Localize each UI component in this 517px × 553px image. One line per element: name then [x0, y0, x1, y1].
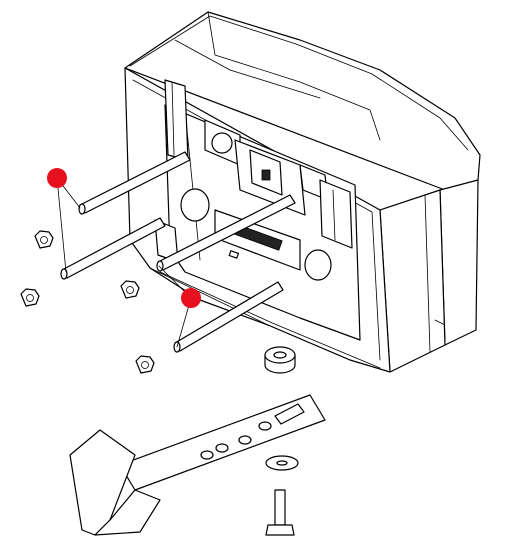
markers	[47, 168, 201, 348]
housing-block	[124, 11, 481, 373]
flat-washer	[265, 455, 299, 471]
mounting-bracket	[69, 394, 326, 536]
hex-nut-2	[20, 288, 40, 307]
hex-nut-3	[120, 280, 140, 299]
hex-nut-4	[135, 355, 155, 374]
threaded-rods	[60, 151, 296, 353]
red-marker-dot	[47, 168, 67, 188]
hex-nuts	[20, 230, 155, 374]
marker-rods-upper	[47, 168, 81, 273]
red-marker-dot	[181, 288, 201, 308]
hex-nut-1	[34, 230, 54, 249]
marker-rods-lower	[158, 265, 201, 348]
threaded-rod-1	[78, 151, 191, 215]
hex-bolt	[265, 489, 295, 536]
spacer-sleeve	[264, 346, 296, 374]
threaded-rod-2	[60, 217, 166, 280]
